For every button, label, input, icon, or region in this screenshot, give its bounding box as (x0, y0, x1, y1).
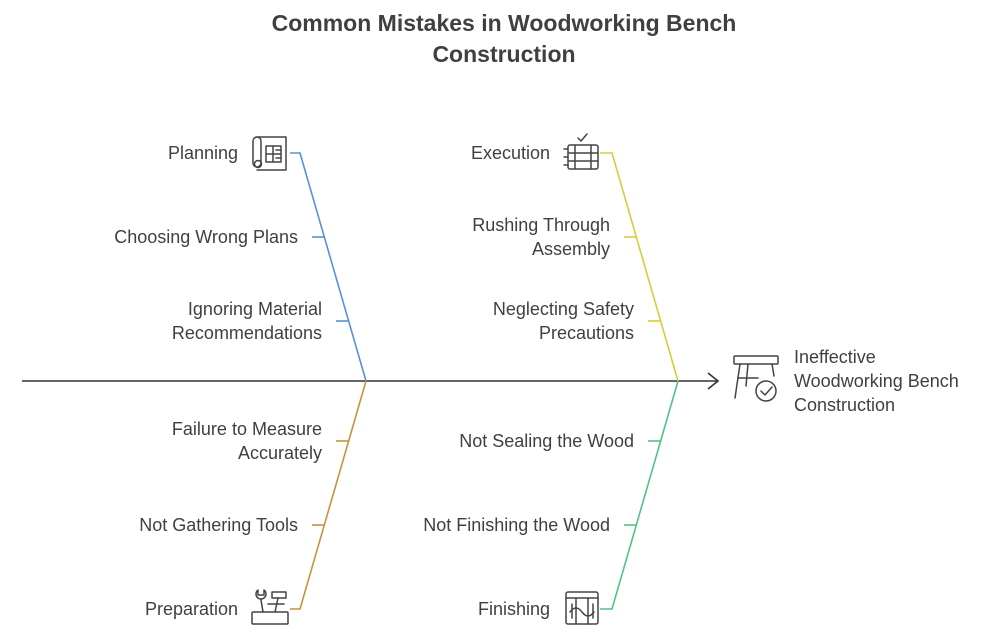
cause-rushing-assembly: Rushing Through Assembly (472, 213, 610, 261)
effect-line-1: Ineffective (794, 347, 876, 367)
spine-arrowhead (707, 372, 720, 390)
cause-line: Choosing Wrong Plans (114, 227, 298, 247)
cause-line: Ignoring Material (187, 299, 322, 319)
category-planning-label: Planning (167, 143, 238, 163)
cause-line: Accurately (237, 443, 322, 463)
cause-choosing-wrong-plans: Choosing Wrong Plans (114, 225, 298, 249)
effect-label: Ineffective Woodworking Bench Constructi… (794, 345, 959, 417)
category-execution-label: Execution (470, 143, 550, 163)
cause-neglecting-safety: Neglecting Safety Precautions (493, 297, 634, 345)
cause-line: Not Finishing the Wood (423, 515, 610, 535)
wood-finish-icon (565, 591, 599, 625)
cause-line: Assembly (531, 239, 610, 259)
category-finishing-label: Finishing (477, 599, 550, 619)
effect-line-2: Woodworking Bench (794, 371, 959, 391)
effect-line-3: Construction (794, 395, 896, 415)
title-line-1: Common Mistakes in Woodworking Bench (271, 10, 737, 36)
cause-line: Not Sealing the Wood (459, 431, 634, 451)
title-line-2: Construction (432, 41, 576, 67)
bone-preparation (290, 380, 367, 610)
bone-planning (290, 152, 367, 382)
bone-finishing (600, 380, 679, 610)
cause-not-gathering-tools: Not Gathering Tools (139, 513, 298, 537)
cause-line: Not Gathering Tools (139, 515, 298, 535)
workbench-check-icon (733, 355, 779, 402)
cause-not-sealing: Not Sealing the Wood (459, 429, 634, 453)
bone-execution (600, 152, 679, 382)
blueprint-icon (252, 136, 287, 171)
category-preparation-label: Preparation (144, 599, 238, 619)
assembly-checklist-icon (563, 133, 599, 170)
diagram-title: Common Mistakes in Woodworking Bench Con… (204, 8, 804, 70)
cause-line: Precautions (538, 323, 634, 343)
cause-line: Rushing Through (472, 215, 610, 235)
tools-icon (251, 589, 289, 625)
cause-line: Recommendations (171, 323, 322, 343)
cause-ignoring-material: Ignoring Material Recommendations (172, 297, 322, 345)
cause-failure-measure: Failure to Measure Accurately (172, 417, 322, 465)
cause-line: Failure to Measure (171, 419, 322, 439)
cause-not-finishing: Not Finishing the Wood (423, 513, 610, 537)
cause-line: Neglecting Safety (492, 299, 634, 319)
